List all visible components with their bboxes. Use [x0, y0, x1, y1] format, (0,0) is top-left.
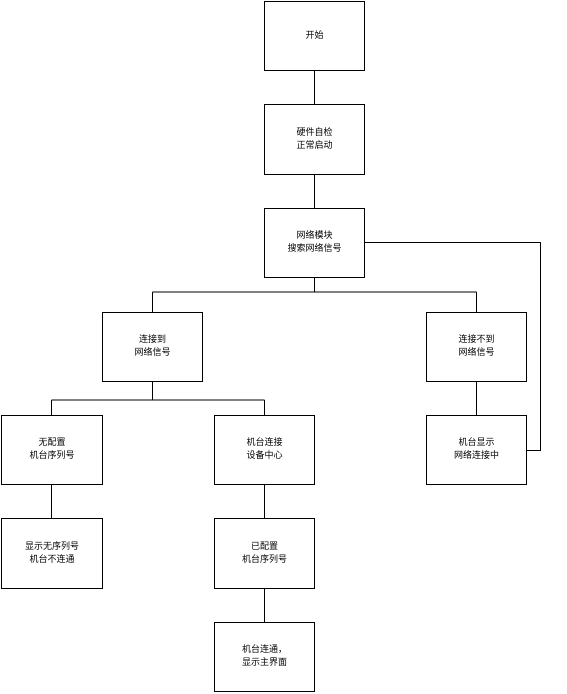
connector-network-loop [365, 242, 541, 451]
node-connected-main-line1: 机台连通， [241, 645, 287, 655]
node-connect-center-line2: 设备中心 [246, 451, 283, 461]
node-show-connecting-line1: 机台显示 [458, 438, 495, 448]
node-signal-found-line1: 连接到 [138, 335, 166, 345]
node-no-serial-line1: 无配置 [38, 438, 66, 448]
node-show-no-serial-line1: 显示无序列号 [24, 541, 79, 552]
node-serial-configured: 已配置 机台序列号 [214, 518, 315, 589]
node-show-connecting: 机台显示 网络连接中 [426, 415, 527, 485]
node-hardware-check-line1: 硬件自检 [296, 127, 333, 138]
node-serial-configured-line1: 已配置 [250, 541, 278, 552]
connector-network-split [152, 277, 477, 312]
node-hardware-check: 硬件自检 正常启动 [264, 104, 365, 175]
node-connected-main: 机台连通， 显示主界面 [214, 622, 315, 692]
node-connect-center: 机台连接 设备中心 [214, 415, 315, 485]
node-start: 开始 [264, 1, 365, 71]
node-show-no-serial: 显示无序列号 机台不连通 [1, 518, 103, 589]
node-hardware-check-line2: 正常启动 [296, 140, 333, 151]
node-signal-not-found: 连接不到 网络信号 [426, 312, 527, 382]
connector-found-split [51, 381, 265, 415]
node-network-module-line1: 网络模块 [296, 231, 333, 241]
node-start-text: 开始 [305, 30, 324, 41]
node-signal-found: 连接到 网络信号 [102, 312, 203, 382]
node-show-no-serial-line2: 机台不连通 [29, 554, 75, 565]
node-serial-configured-line2: 机台序列号 [241, 554, 287, 565]
node-network-module: 网络模块 搜索网络信号 [264, 208, 365, 278]
node-network-module-line2: 搜索网络信号 [287, 244, 342, 254]
node-connect-center-line1: 机台连接 [246, 438, 283, 448]
node-no-serial: 无配置 机台序列号 [1, 415, 103, 485]
node-signal-not-found-line1: 连接不到 [458, 335, 495, 345]
node-show-connecting-line2: 网络连接中 [453, 451, 499, 461]
node-signal-found-line2: 网络信号 [134, 348, 171, 358]
node-signal-not-found-line2: 网络信号 [458, 348, 495, 358]
node-connected-main-line2: 显示主界面 [241, 658, 287, 668]
node-no-serial-line2: 机台序列号 [29, 451, 75, 461]
